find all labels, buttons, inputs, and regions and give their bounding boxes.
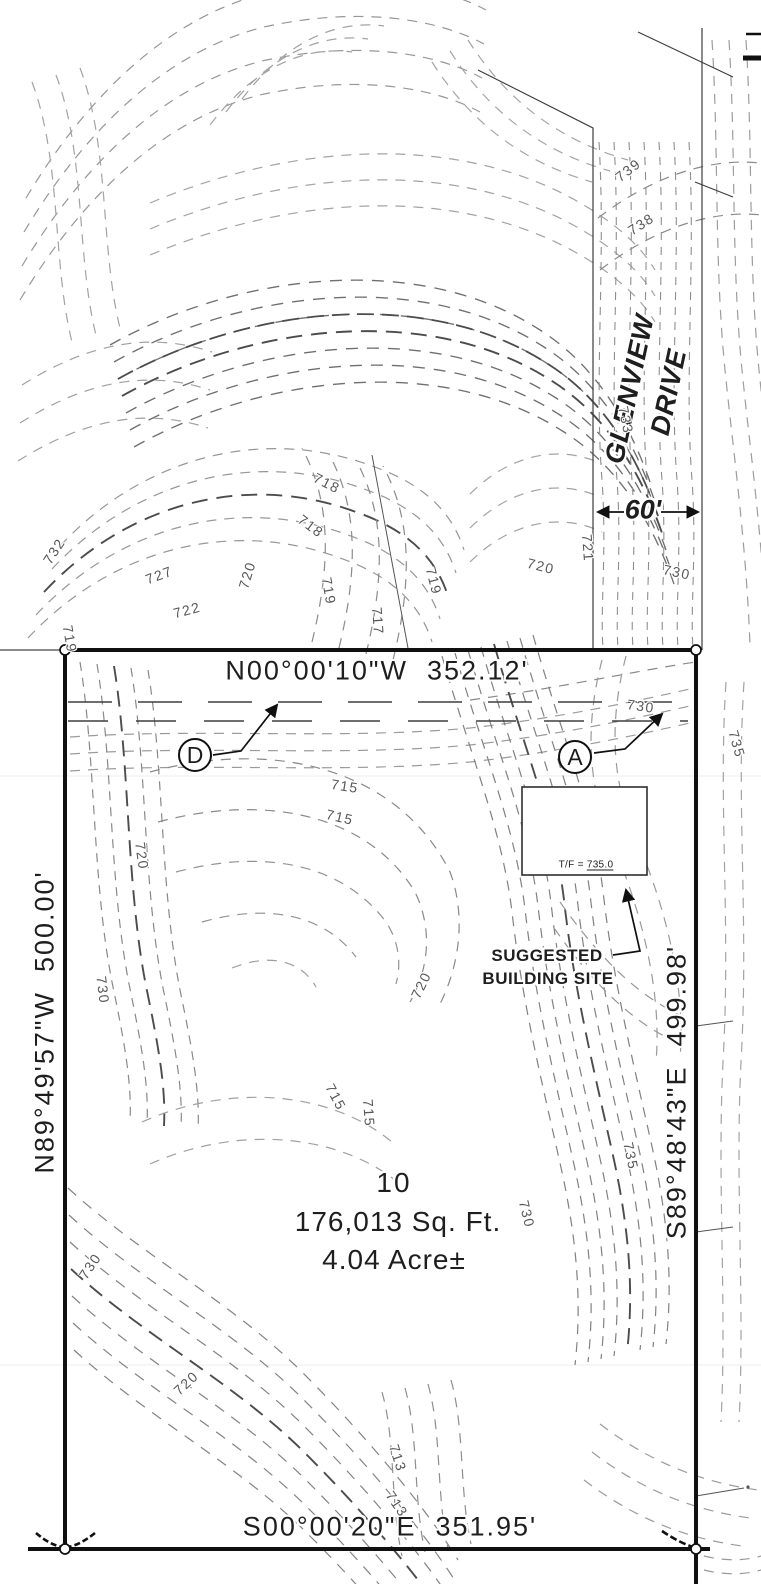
contour-lines xyxy=(17,0,761,1584)
corner-monument-nw xyxy=(59,644,71,656)
lot-area-sqft-label: 176,013 Sq. Ft. xyxy=(294,1206,502,1237)
interior-tie-line xyxy=(371,454,409,649)
suggested-building-site-label-line1: SUGGESTED xyxy=(491,946,603,965)
callout-d-circle: D xyxy=(178,738,212,772)
tf-prefix: T/F = xyxy=(558,859,587,871)
callout-a-label: A xyxy=(567,743,583,770)
bearing-south-label: S00°00'20"E 351.95' xyxy=(242,1511,538,1542)
lot-number-label: 10 xyxy=(376,1167,412,1198)
fence-tick-se xyxy=(661,1529,694,1549)
contour-label: 715 xyxy=(360,1098,378,1128)
corner-monument-se xyxy=(690,1543,702,1555)
bearing-north-label: N00°00'10"W 352.12' xyxy=(225,655,529,686)
corner-monument-ne xyxy=(690,644,702,656)
fence-tick-sw-right xyxy=(67,1531,96,1549)
boundary-tick-2 xyxy=(695,1226,734,1233)
contour-label: 717 xyxy=(369,606,387,636)
bearing-west-label: N89°49'57"W 500.00' xyxy=(29,870,60,1174)
scan-hairlines xyxy=(0,775,761,1366)
lot-area-acres-label: 4.04 Acre± xyxy=(322,1244,466,1275)
boundary-tick-1 xyxy=(695,1020,734,1027)
tick-dot xyxy=(746,1485,750,1489)
top-of-foundation-label: T/F = 735.0 xyxy=(559,860,614,871)
road-west-row-line xyxy=(477,69,594,650)
suggested-building-site-label-line2: BUILDING SITE xyxy=(482,969,614,988)
callout-d-label: D xyxy=(186,741,204,768)
row-tie-line-2 xyxy=(694,181,734,198)
callout-a-leader xyxy=(593,712,664,754)
road-width-label: 60' xyxy=(624,494,662,525)
bearing-east-label: S89°48'43"E 499.98' xyxy=(661,944,692,1240)
row-tie-line-top xyxy=(637,31,734,78)
callout-a-circle: A xyxy=(558,740,592,774)
building-site-leader xyxy=(612,888,642,956)
building-site-rectangle xyxy=(521,786,648,876)
contour-label: 730 xyxy=(93,975,113,1005)
corner-monument-sw xyxy=(59,1543,71,1555)
callout-d-leader xyxy=(212,703,279,756)
fence-tick-sw-left xyxy=(35,1532,63,1549)
boundary-tick-3 xyxy=(695,1487,745,1497)
contour-label: 721 xyxy=(579,533,597,563)
tf-value: 735.0 xyxy=(586,859,614,871)
boundary-and-annotation-linework xyxy=(0,28,761,1584)
